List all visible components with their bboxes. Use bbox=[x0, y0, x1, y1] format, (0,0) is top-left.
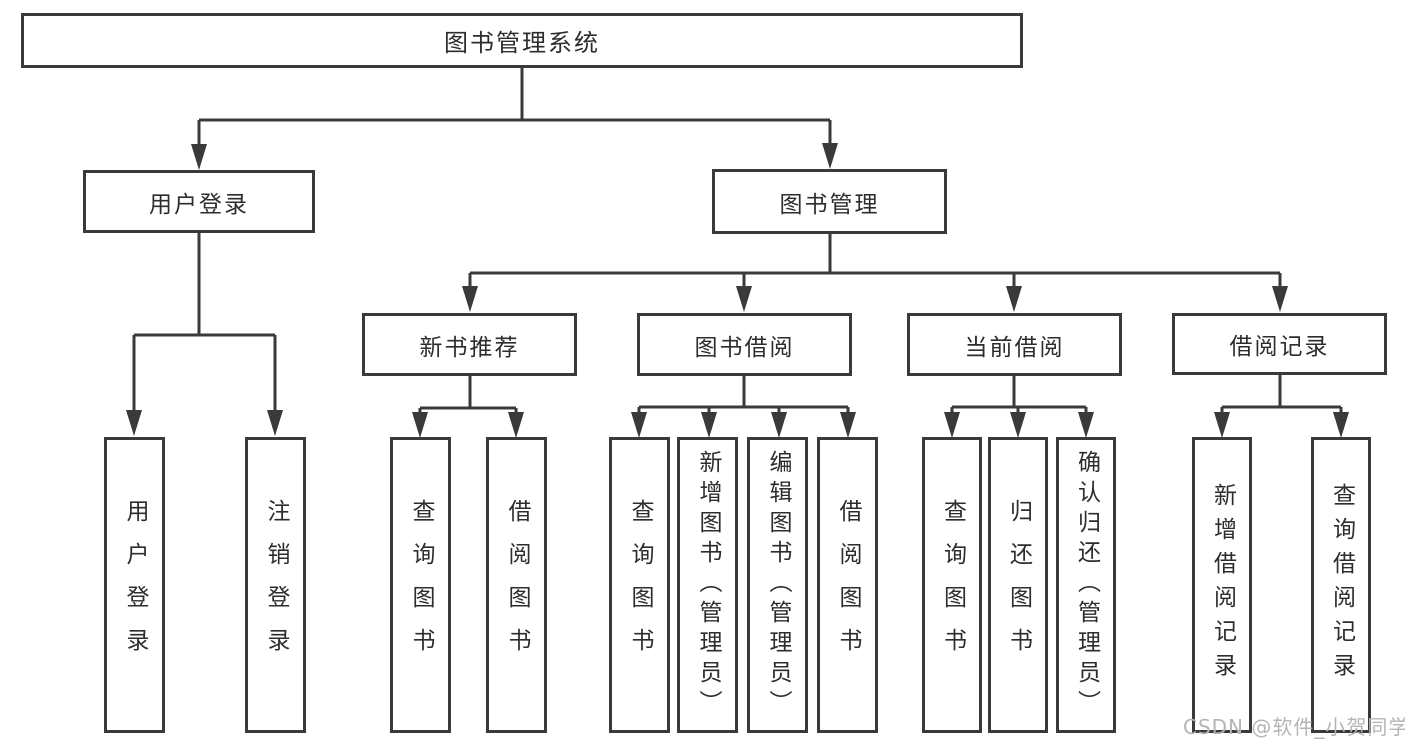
node-current-borrowing: 当前借阅 bbox=[907, 313, 1122, 376]
arrowhead bbox=[1333, 412, 1349, 438]
node-label: 查询借阅记录 bbox=[1328, 483, 1355, 687]
node-user-login: 用户登录 bbox=[83, 170, 315, 233]
arrowhead bbox=[1010, 412, 1026, 438]
arrowhead bbox=[126, 410, 142, 436]
arrowhead bbox=[1214, 412, 1230, 438]
connector-current-borrowing-to-leaves bbox=[944, 376, 1094, 438]
node-label: 查询图书 bbox=[627, 499, 653, 671]
node-leaf-cur-query-books: 查询图书 bbox=[922, 437, 982, 733]
connector-book-borrowing-to-leaves bbox=[631, 376, 856, 438]
node-leaf-rcd-query-record: 查询借阅记录 bbox=[1311, 437, 1371, 733]
node-leaf-rcd-add-record: 新增借阅记录 bbox=[1192, 437, 1252, 733]
arrowhead bbox=[462, 286, 478, 312]
arrowhead bbox=[701, 412, 717, 438]
arrowhead bbox=[508, 412, 524, 438]
arrowhead bbox=[267, 410, 283, 436]
arrowhead bbox=[944, 412, 960, 438]
node-borrowing-records: 借阅记录 bbox=[1172, 313, 1387, 375]
node-new-book-recommend: 新书推荐 bbox=[362, 313, 577, 376]
node-label: 编辑图书（管理员） bbox=[765, 450, 791, 720]
node-label: 新增借阅记录 bbox=[1209, 483, 1236, 687]
connector-borrowing-records-to-leaves bbox=[1214, 375, 1349, 438]
node-leaf-rec-borrow-books: 借阅图书 bbox=[486, 437, 547, 733]
arrowhead bbox=[822, 143, 838, 169]
arrowhead bbox=[412, 412, 428, 438]
node-label: 查询图书 bbox=[408, 499, 434, 671]
node-book-management: 图书管理 bbox=[712, 169, 947, 234]
node-leaf-bor-edit-books: 编辑图书（管理员） bbox=[747, 437, 808, 733]
arrowhead bbox=[631, 412, 647, 438]
node-label: 查询图书 bbox=[939, 499, 966, 671]
csdn-watermark: CSDN @软件_小贺同学 bbox=[1183, 715, 1405, 739]
node-label: 新增图书（管理员） bbox=[695, 450, 721, 720]
node-leaf-bor-add-books: 新增图书（管理员） bbox=[677, 437, 738, 733]
arrowhead bbox=[736, 286, 752, 312]
node-label: 用户登录 bbox=[122, 499, 148, 671]
node-label: 借阅图书 bbox=[504, 499, 530, 671]
node-root: 图书管理系统 bbox=[21, 13, 1023, 68]
arrowhead bbox=[1272, 286, 1288, 312]
node-leaf-bor-query-books: 查询图书 bbox=[609, 437, 670, 733]
arrowhead bbox=[771, 412, 787, 438]
connector-new-book-recommend-to-leaves bbox=[412, 376, 524, 438]
node-label: 确认归还（管理员） bbox=[1073, 450, 1100, 720]
node-book-borrowing: 图书借阅 bbox=[637, 313, 852, 376]
node-leaf-cur-confirm-return: 确认归还（管理员） bbox=[1056, 437, 1116, 733]
node-label: 借阅图书 bbox=[835, 499, 861, 671]
arrowhead bbox=[1006, 286, 1022, 312]
node-leaf-user-login: 用户登录 bbox=[104, 437, 165, 733]
connector-root-to-level2 bbox=[191, 68, 838, 170]
node-leaf-cur-return-books: 归还图书 bbox=[988, 437, 1048, 733]
node-label: 注销登录 bbox=[263, 499, 289, 671]
node-label: 归还图书 bbox=[1005, 499, 1032, 671]
node-leaf-bor-borrow-books: 借阅图书 bbox=[817, 437, 878, 733]
connector-book-management-to-level3 bbox=[462, 234, 1288, 312]
connector-user-login-to-leaves bbox=[126, 233, 283, 436]
node-leaf-logout: 注销登录 bbox=[245, 437, 306, 733]
arrowhead bbox=[1078, 412, 1094, 438]
arrowhead bbox=[840, 412, 856, 438]
arrowhead bbox=[191, 144, 207, 170]
node-leaf-rec-query-books: 查询图书 bbox=[390, 437, 451, 733]
